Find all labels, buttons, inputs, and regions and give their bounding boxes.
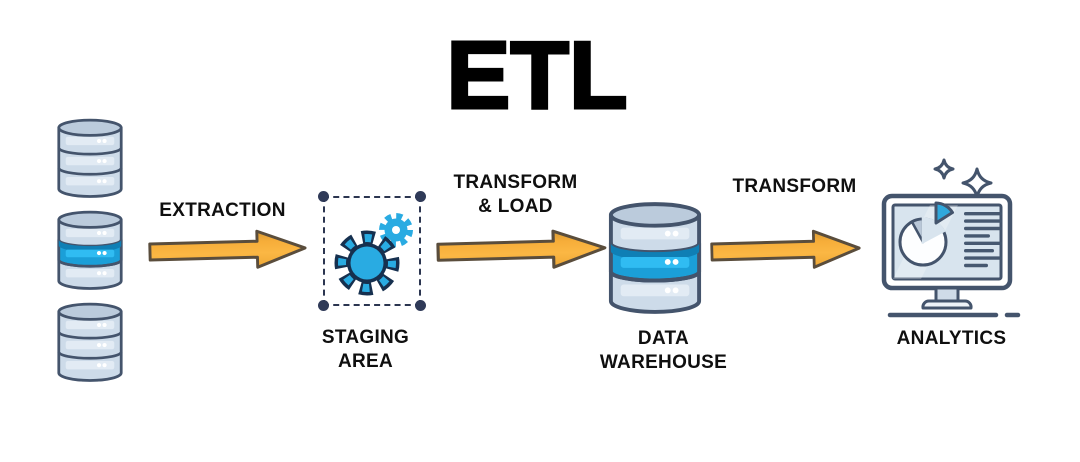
page-title: ETL	[445, 22, 629, 129]
extraction-label: EXTRACTION	[159, 200, 286, 221]
big-gear-icon	[334, 230, 400, 296]
right-arrow-icon	[436, 229, 607, 269]
corner-dot	[415, 300, 426, 311]
report-lines-icon	[964, 212, 1002, 268]
sparkles-icon	[933, 158, 993, 199]
pie-chart-icon	[898, 201, 954, 267]
database-icon	[53, 208, 127, 294]
monitor-pie-chart-icon	[881, 158, 1021, 318]
source-databases-stack	[53, 116, 127, 386]
corner-dot	[318, 191, 329, 202]
right-arrow-icon	[148, 229, 307, 269]
corner-dot	[415, 191, 426, 202]
database-icon	[53, 116, 127, 202]
small-gear-icon	[379, 213, 413, 247]
gears-icon	[334, 213, 413, 296]
right-arrow-icon	[710, 229, 861, 269]
staging-area-box	[318, 191, 426, 311]
transform-label: TRANSFORM	[732, 176, 857, 197]
data-warehouse-database-icon	[606, 195, 704, 323]
data-warehouse-label: DATA WAREHOUSE	[599, 328, 728, 373]
transform-load-label: TRANSFORM & LOAD	[453, 172, 578, 217]
database-icon	[53, 300, 127, 386]
analytics-label: ANALYTICS	[896, 328, 1007, 349]
corner-dot	[318, 300, 329, 311]
staging-area-label: STAGING AREA	[321, 327, 410, 372]
